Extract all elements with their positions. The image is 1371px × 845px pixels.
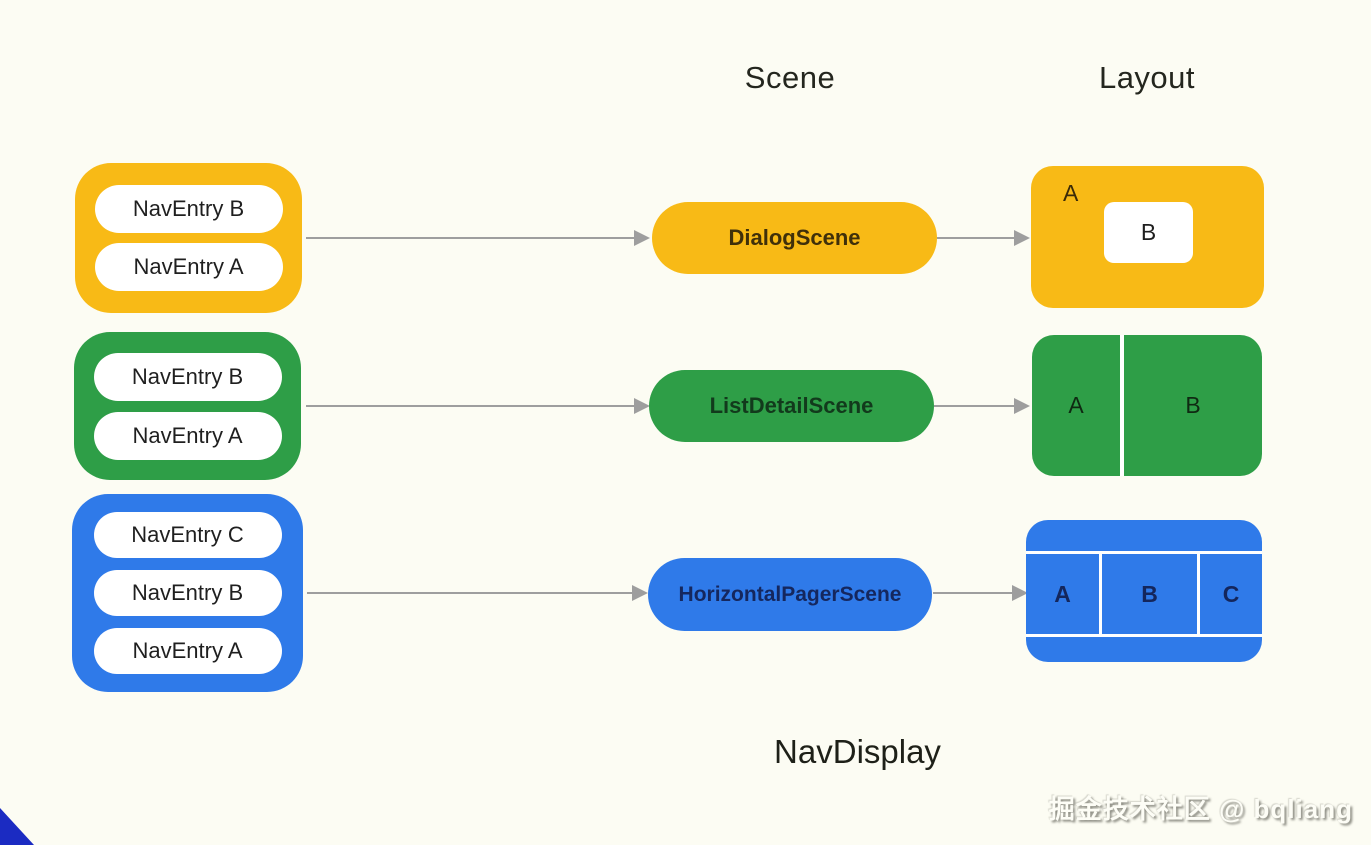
pager-page-c: C [1200, 554, 1262, 634]
arrow-head-icon [1014, 230, 1030, 246]
arrow-line [306, 405, 634, 407]
arrow-line [933, 592, 1012, 594]
arrow-backstack-to-pagerscene [307, 585, 648, 601]
nav-entry-label: NavEntry B [131, 363, 244, 389]
scene-pill-dialog: DialogScene [652, 202, 937, 274]
layout-pane-detail: B [1124, 335, 1262, 476]
backstack-list-detail: NavEntry B NavEntry A [74, 332, 301, 480]
layout-preview-dialog: A B [1031, 166, 1264, 308]
layout-preview-list-detail: A B [1032, 335, 1262, 476]
backstack-horizontal-pager: NavEntry C NavEntry B NavEntry A [72, 494, 303, 692]
arrow-head-icon [632, 585, 648, 601]
nav-entry-label: NavEntry A [133, 254, 244, 279]
layout-pane-list: A [1032, 335, 1120, 476]
layout-pane-label: B [1140, 219, 1157, 245]
arrow-backstack-to-dialogscene [306, 230, 650, 246]
arrow-head-icon [1012, 585, 1028, 601]
layout-pane-label: B [1141, 580, 1158, 607]
backstack-dialog: NavEntry B NavEntry A [75, 163, 302, 313]
scene-pill-horizontal-pager: HorizontalPagerScene [648, 558, 932, 631]
arrow-backstack-to-listdetailscene [306, 398, 650, 414]
layout-pane-label: A [1068, 392, 1084, 418]
arrow-dialogscene-to-layout [937, 230, 1030, 246]
arrow-line [307, 592, 632, 594]
page-divider [1099, 554, 1102, 634]
scene-column-header: Scene [744, 60, 836, 95]
nav-entry-label: NavEntry A [132, 422, 243, 448]
nav-entry-pill: NavEntry A [94, 243, 283, 291]
nav-entry-label: NavEntry A [132, 638, 243, 663]
nav-entry-pill: NavEntry A [93, 411, 282, 460]
pager-page-a: A [1026, 554, 1099, 634]
layout-pane-label: B [1185, 392, 1201, 418]
watermark: 掘金技术社区 @ bqliang [1048, 794, 1353, 824]
layout-preview-horizontal-pager: A B C [1026, 520, 1262, 662]
page-divider [1197, 554, 1200, 634]
nav-entry-label: NavEntry B [132, 196, 245, 221]
nav-entry-pill: NavEntry A [93, 628, 282, 674]
scene-pill-label: HorizontalPagerScene [678, 582, 902, 606]
arrow-line [306, 237, 634, 239]
nav-entry-label: NavEntry C [131, 522, 244, 547]
corner-decoration [0, 808, 34, 845]
layout-pane-label: A [1054, 580, 1071, 607]
nav-entry-pill: NavEntry B [93, 570, 282, 616]
nav-entry-pill: NavEntry B [94, 185, 283, 233]
pager-band: A B C [1026, 551, 1262, 637]
layout-pane-label: C [1222, 580, 1240, 607]
pane-divider [1120, 335, 1124, 476]
arrow-head-icon [1014, 398, 1030, 414]
pager-page-b: B [1102, 554, 1197, 634]
arrow-line [937, 237, 1014, 239]
arrow-head-icon [634, 398, 650, 414]
nav-entry-pill: NavEntry B [93, 352, 282, 401]
arrow-line [934, 405, 1014, 407]
nav-entry-label: NavEntry B [131, 580, 244, 605]
dialog-content-box: B [1104, 202, 1193, 263]
scene-pill-list-detail: ListDetailScene [649, 370, 934, 442]
scene-pill-label: DialogScene [728, 225, 861, 250]
nav-entry-pill: NavEntry C [93, 512, 282, 558]
scene-pill-label: ListDetailScene [709, 393, 874, 418]
layout-column-header: Layout [1098, 60, 1196, 95]
arrow-pagerscene-to-layout [933, 585, 1028, 601]
diagram-title: NavDisplay [774, 733, 941, 770]
arrow-listdetailscene-to-layout [934, 398, 1030, 414]
arrow-head-icon [634, 230, 650, 246]
layout-pane-label: A [1063, 180, 1079, 206]
